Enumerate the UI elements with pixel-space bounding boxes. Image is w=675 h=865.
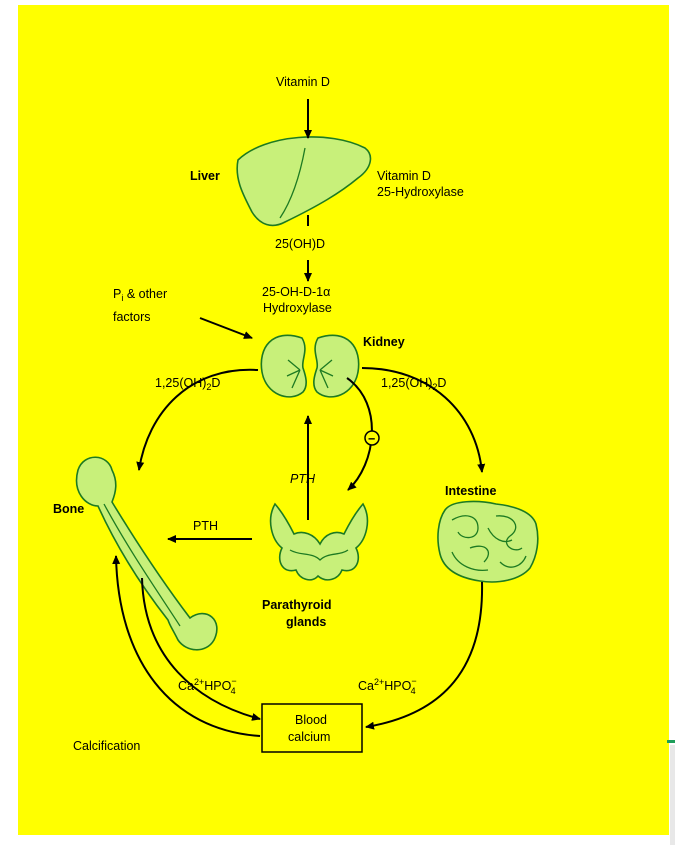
bone-icon bbox=[77, 457, 217, 650]
parathyroid-label-2: glands bbox=[286, 615, 326, 629]
calcification-label: Calcification bbox=[73, 739, 140, 753]
pth-left-label: PTH bbox=[193, 519, 218, 533]
parathyroid-label-1: Parathyroid bbox=[262, 598, 331, 612]
liver-label: Liver bbox=[190, 169, 220, 183]
intestine-label: Intestine bbox=[445, 484, 496, 498]
pi-factors-label-2: factors bbox=[113, 310, 151, 324]
blood-calcium-label-2: calcium bbox=[288, 730, 330, 744]
kidney-icon bbox=[261, 335, 358, 397]
kidney-enzyme-label-2: Hydroxylase bbox=[263, 301, 332, 315]
calcitriol-right-label: 1,25(OH)2D bbox=[381, 376, 446, 392]
intestine-icon bbox=[438, 502, 538, 582]
inhibition-symbol: − bbox=[368, 432, 375, 446]
blood-calcium-box bbox=[262, 704, 362, 752]
calcitriol-left-label: 1,25(OH)2D bbox=[155, 376, 220, 392]
pth-center-label: PTH bbox=[290, 472, 316, 486]
pi-factors-label-1: Pi & other bbox=[113, 287, 167, 303]
bone-label: Bone bbox=[53, 502, 84, 516]
parathyroid-glands-icon bbox=[271, 504, 368, 580]
ion-right-label: Ca2+HPO−4 bbox=[358, 676, 417, 696]
arrow-intestine-to-blood-calcium bbox=[366, 582, 482, 727]
arrow-factors-to-kidney bbox=[200, 318, 252, 338]
ion-left-label: Ca2+HPO−4 bbox=[178, 676, 237, 696]
kidney-label: Kidney bbox=[363, 335, 405, 349]
25ohd-label: 25(OH)D bbox=[275, 237, 325, 251]
liver-icon bbox=[237, 137, 370, 225]
blood-calcium-label-1: Blood bbox=[295, 713, 327, 727]
vitamin-d-label: Vitamin D bbox=[276, 75, 330, 89]
liver-enzyme-label-2: 25-Hydroxylase bbox=[377, 185, 464, 199]
liver-enzyme-label-1: Vitamin D bbox=[377, 169, 431, 183]
kidney-enzyme-label-1: 25-OH-D-1α bbox=[262, 285, 330, 299]
